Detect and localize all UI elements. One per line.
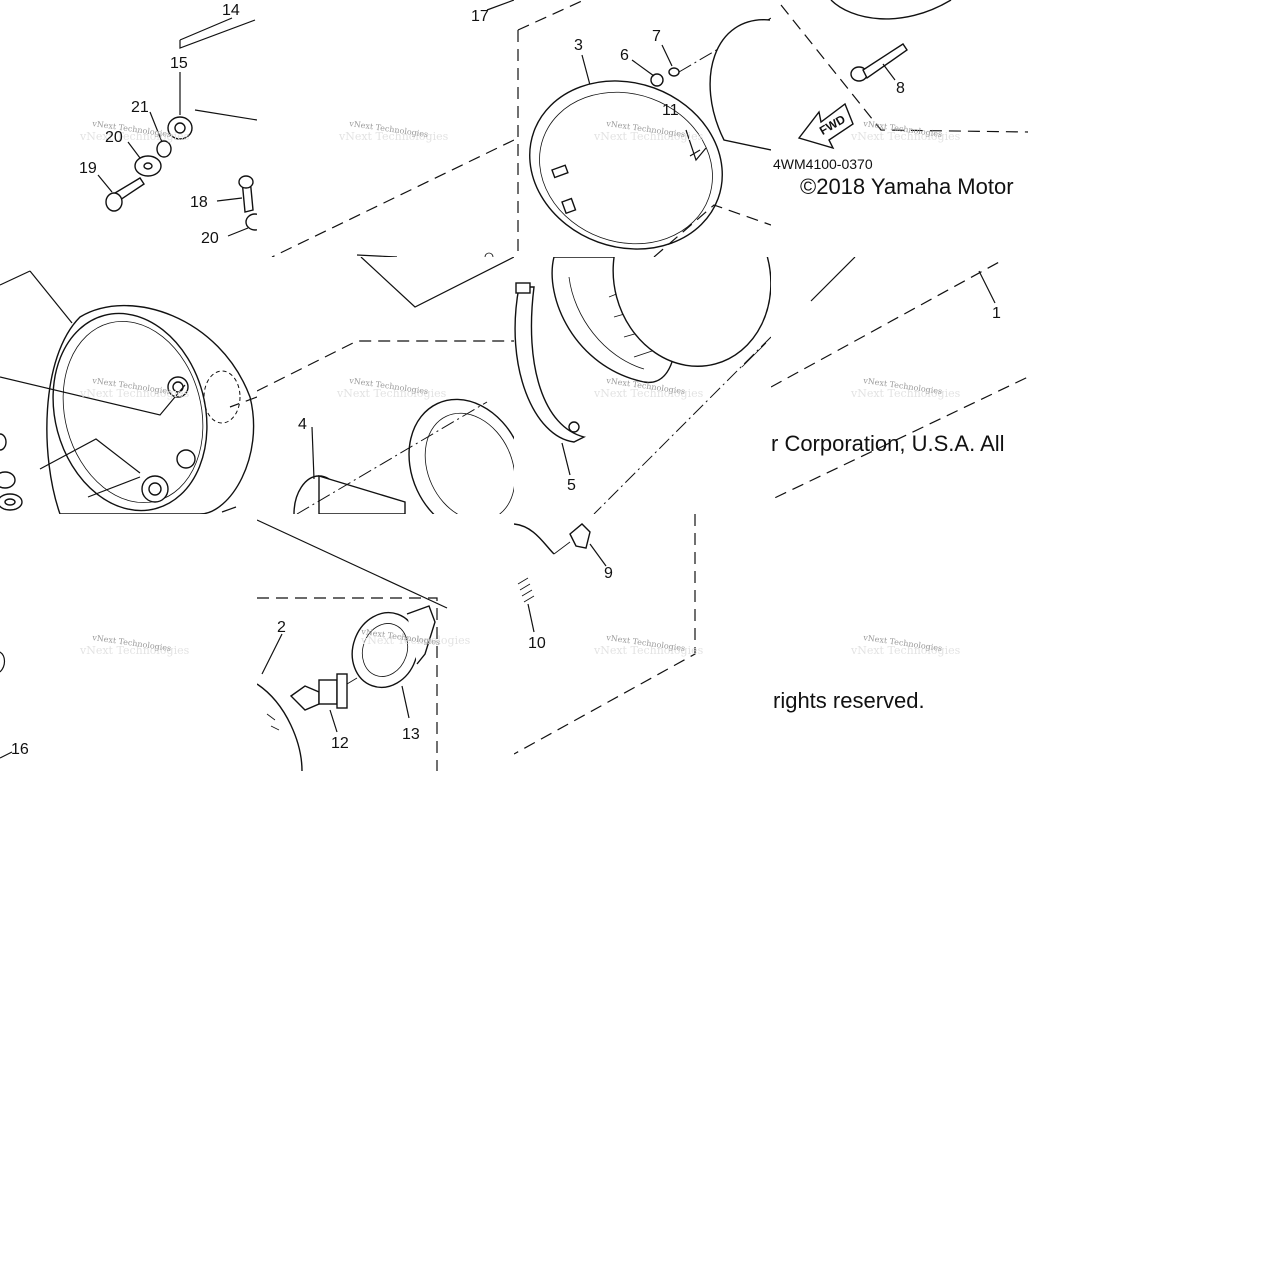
watermark-ghost: vNext Technologies <box>850 130 961 143</box>
headlight-housing-part <box>46 304 255 514</box>
callout-1: 1 <box>992 305 1001 322</box>
watermark-ghost: vNext Technologies <box>336 387 447 400</box>
watermark-ghost: vNext Technologies <box>79 644 190 657</box>
bulb-icon <box>289 673 358 711</box>
copyright-line-1: ©2018 Yamaha Motor <box>800 174 1014 199</box>
spring-icon <box>517 577 535 603</box>
callout-17: 17 <box>471 8 489 25</box>
diagram-tile-3-3: vNext Technologies vNext Technologies 9 … <box>514 514 771 771</box>
spring-icon <box>741 342 767 368</box>
callout-2: 2 <box>277 619 286 636</box>
callout-6: 6 <box>620 47 629 64</box>
diagram-tile-3-2: vNext Technologies vNext Technologies 2 … <box>257 514 514 771</box>
callout-15: 15 <box>170 55 188 72</box>
bolt-icon <box>238 175 254 213</box>
callout-16: 16 <box>11 741 29 758</box>
watermark-ghost: vNext Technologies <box>850 387 961 400</box>
diagram-tile-1-2: vNext Technologies vNext Technologies 17 <box>257 0 514 257</box>
watermark-ghost: vNext Technologies <box>850 644 961 657</box>
retaining-ring-part <box>514 282 587 443</box>
watermark-ghost: vNext Technologies <box>593 130 704 143</box>
watermark-ghost: vNext Technologies <box>593 644 704 657</box>
headlight-lens-part <box>551 257 771 384</box>
diagram-tile-1-1: vNext Technologies vNext Technologies 14… <box>0 0 257 257</box>
callout-5: 5 <box>567 477 576 494</box>
diagram-tile-3-1: vNext Technologies vNext Technologies 16 <box>0 514 257 771</box>
bolt-icon <box>105 177 145 212</box>
fwd-arrow-icon: FWD <box>797 102 854 150</box>
copyright-line-2: r Corporation, U.S.A. All <box>771 431 1005 456</box>
diagram-tile-2-4: vNext Technologies vNext Technologies r … <box>771 257 1028 514</box>
watermark-ghost: vNext Technologies <box>360 634 471 647</box>
diagram-tile-1-4: FWD 4WM4100-0370 ©2018 Yamaha Motor vNex… <box>771 0 1028 257</box>
diagram-tile-2-2: vNext Technologies vNext Technologies 4 <box>257 257 514 514</box>
copyright-line-3: rights reserved. <box>773 688 925 713</box>
watermark-ghost: vNext Technologies <box>338 130 449 143</box>
long-bolt-icon <box>850 43 908 82</box>
callout-18: 18 <box>190 194 208 211</box>
callout-21: 21 <box>131 99 149 116</box>
diagram-tile-2-3: vNext Technologies vNext Technologies 5 <box>514 257 771 514</box>
callout-20: 20 <box>201 230 219 247</box>
callout-7: 7 <box>652 28 661 45</box>
callout-4: 4 <box>298 416 307 433</box>
callout-20: 20 <box>105 129 123 146</box>
bulb-socket-part <box>351 605 436 689</box>
headlight-unit-part <box>293 475 406 514</box>
diagram-tile-2-1: vNext Technologies vNext Technologies <box>0 257 257 514</box>
callout-11: 11 <box>662 102 679 119</box>
callout-9: 9 <box>604 565 613 582</box>
headlight-rim-part <box>529 80 723 250</box>
watermark-ghost: vNext Technologies <box>593 387 704 400</box>
reflector-ring-part <box>408 398 514 514</box>
callout-8: 8 <box>896 80 905 97</box>
callout-12: 12 <box>331 735 349 752</box>
callout-13: 13 <box>402 726 420 743</box>
diagram-tile-3-4: vNext Technologies vNext Technologies ri… <box>771 514 1028 771</box>
drawing-code: 4WM4100-0370 <box>773 156 873 172</box>
watermark-ghost: vNext Technologies <box>79 387 190 400</box>
screw-icon <box>650 67 680 87</box>
callout-10: 10 <box>528 635 546 652</box>
diagram-tile-1-3: vNext Technologies vNext Technologies 3 … <box>514 0 771 257</box>
watermark-ghost: vNext Technologies <box>79 130 190 143</box>
callout-19: 19 <box>79 160 97 177</box>
callout-3: 3 <box>574 37 583 54</box>
callout-14: 14 <box>222 2 240 19</box>
adjuster-clip-icon <box>553 523 591 555</box>
